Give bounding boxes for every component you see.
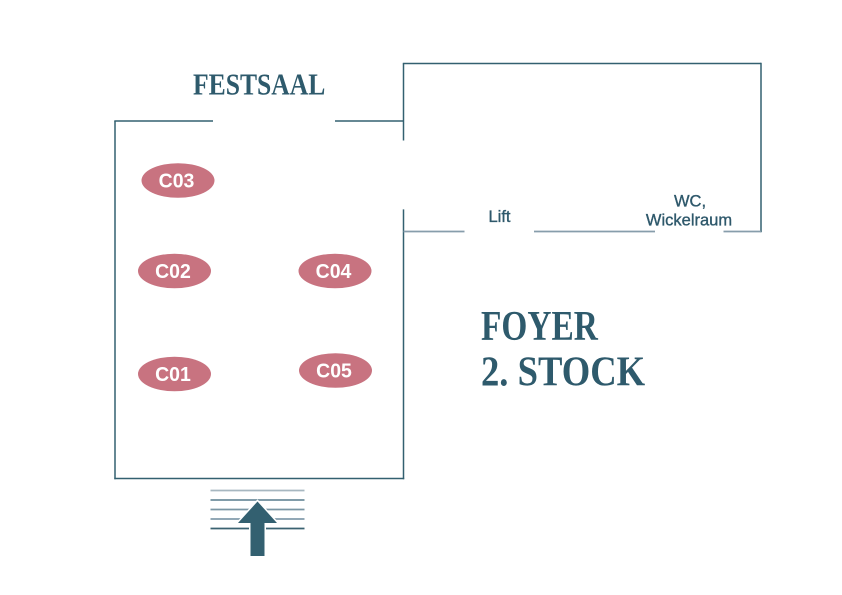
- svg-text:C01: C01: [155, 364, 191, 387]
- svg-text:C02: C02: [155, 261, 191, 284]
- svg-text:C04: C04: [316, 261, 352, 284]
- svg-text:Wickelraum: Wickelraum: [646, 212, 732, 230]
- svg-text:C03: C03: [159, 170, 195, 193]
- svg-text:FESTSAAL: FESTSAAL: [193, 69, 325, 103]
- svg-text:FOYER: FOYER: [481, 304, 598, 350]
- svg-text:2. STOCK: 2. STOCK: [481, 348, 645, 395]
- svg-text:C05: C05: [316, 360, 352, 383]
- svg-text:WC,: WC,: [674, 193, 706, 211]
- svg-text:Lift: Lift: [488, 208, 510, 226]
